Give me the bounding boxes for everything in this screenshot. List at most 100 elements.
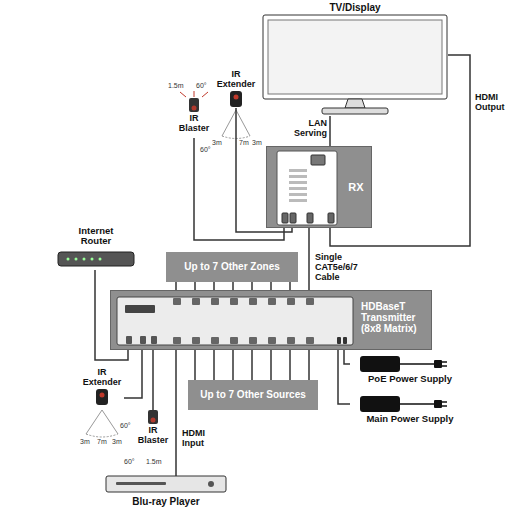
player-body [106,476,226,492]
power-port [337,337,341,344]
port [307,213,313,223]
node-label: IR Blaster [134,426,172,446]
vent [289,169,307,172]
range-label: 1.5m [168,82,184,90]
hdmi-in-port [211,337,219,344]
power-supply: PoE Power Supply [350,356,470,387]
hdmi-in-port [249,337,257,344]
cable [194,350,196,380]
cable [289,282,291,290]
cable [308,350,310,380]
monitor-neck [345,99,365,108]
node-label: TV/Display [262,2,448,13]
cable [194,282,196,290]
bluray-player: Blu-ray Player [96,476,236,510]
cable [270,282,272,290]
port [140,336,146,344]
hdmi-out-port [249,298,257,305]
cable [289,350,291,380]
node-label: RX [341,181,371,193]
cable [251,282,253,290]
internet-router: Internet Router [56,226,136,270]
router-light [67,258,70,261]
cable [232,350,234,380]
port [126,336,132,344]
disc-slot [116,482,166,485]
cable [213,282,215,290]
vent [289,181,307,184]
sources-band: Up to 7 Other Sources [188,380,318,410]
vent [289,175,307,178]
range-label: 3m [80,438,90,446]
hdmi-out-port [211,298,219,305]
cable-label: LAN Serving [284,118,328,138]
router-light [83,258,86,261]
vent [289,199,307,202]
range-label: 60° [124,458,135,466]
power-plug [434,360,442,368]
hdmi-out-port [192,298,200,305]
receiver-panel [277,151,337,225]
hdmi-out-port [287,298,295,305]
tv-display: TV/Display [262,2,448,116]
cable [232,282,234,290]
router-body [58,252,134,266]
zone-cables [195,282,290,290]
power-brick [360,356,400,372]
ir-led [192,106,197,111]
range-label: 60° [200,146,211,154]
hdmi-in-port [173,337,181,344]
monitor-screen [268,20,442,94]
node-label: IR Blaster [176,114,212,134]
hdmi-in-port [268,337,276,344]
receiver-box: RX [266,146,372,228]
router-light [75,258,78,261]
port [282,213,288,223]
ir-receiver [96,389,108,405]
ir-blaster: IR Blaster [176,98,212,138]
cable [338,350,350,404]
range-label: 3m [112,438,122,446]
ir-emitter [148,410,158,424]
range-label: 7m [97,438,107,446]
cable-label: HDMI Output [474,92,512,112]
cable [308,228,310,290]
node-label: IR Extender [80,368,124,388]
vent [289,187,307,190]
node-label: IR Extender [216,70,256,90]
cable [251,350,253,380]
hdmi-in-port [306,337,314,344]
monitor-frame [263,15,447,99]
cable [329,116,331,146]
transmitter-device [117,297,353,345]
range-label: 7m [239,139,249,147]
hdmi-out-port [306,298,314,305]
hdmi-out-port [230,298,238,305]
range-label: 60° [120,422,131,430]
hdmi-in-port [287,337,295,344]
vent [289,193,307,196]
ir-eye [100,393,105,398]
cable [344,350,350,364]
cable [213,350,215,380]
ir-emitter [189,98,199,112]
ir-led [151,418,156,423]
power-port [343,337,347,344]
hdmi-in-port [230,337,238,344]
cone-arc [86,434,118,437]
power-plug [434,400,442,408]
node-label: PoE Power Supply [350,374,470,384]
ir-extender: IR Extender [80,368,124,406]
cable [152,350,154,410]
power-brick [360,396,400,412]
power-supply: Main Power Supply [350,396,470,427]
transmitter-box: HDBaseT Transmitter (8x8 Matrix) [110,290,432,350]
tv-display-art [262,2,448,116]
port [328,213,334,223]
port [290,213,296,223]
hdmi-out-port [173,298,181,305]
node-label: HDBaseT Transmitter (8x8 Matrix) [361,301,431,334]
range-label: 1.5m [146,458,162,466]
cable [175,350,177,476]
